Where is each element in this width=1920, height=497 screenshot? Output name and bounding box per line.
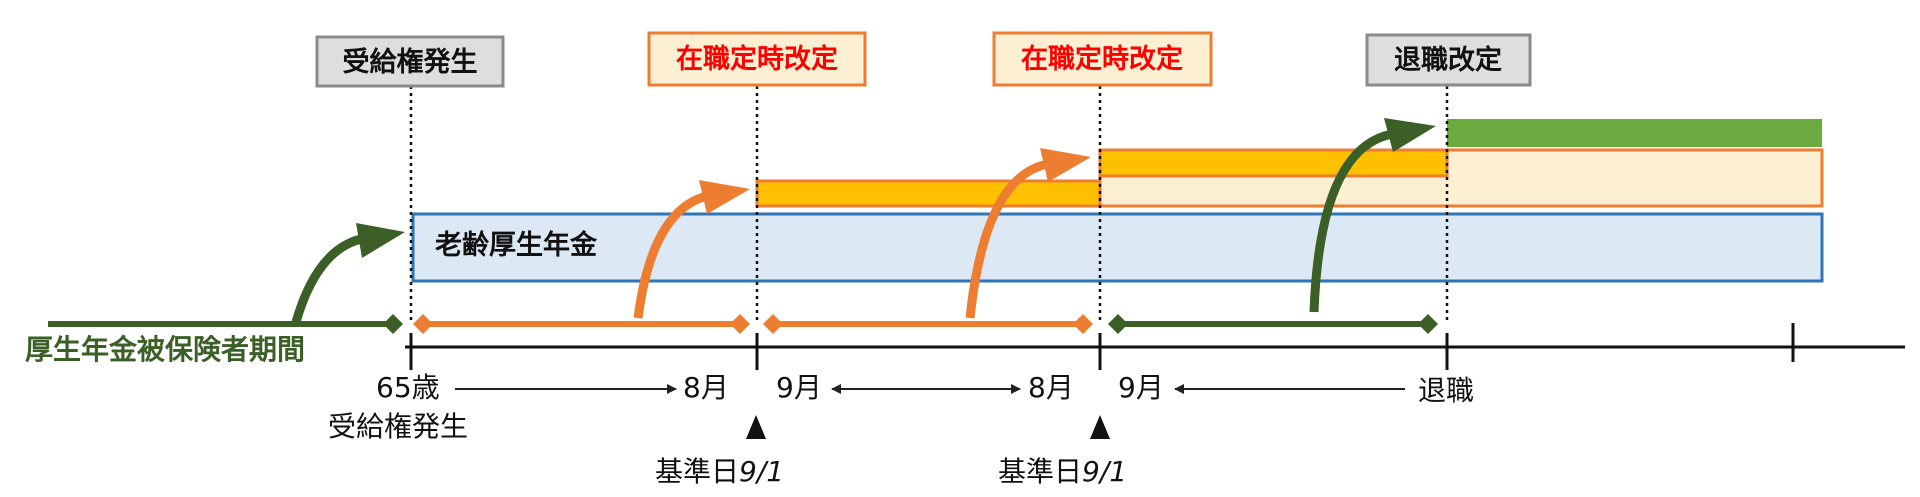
insured-period-diamond (383, 314, 403, 334)
label-grant: 受給権発生 (328, 410, 468, 443)
top-box-grant-label: 受給権発生 (343, 46, 478, 78)
retirement-green-bar (1447, 119, 1822, 147)
curved-arrow-retirement (1309, 118, 1436, 313)
curved-arrow-revision2 (965, 148, 1091, 319)
period-segment-2 (763, 314, 1093, 334)
top-box-grant: 受給権発生 (315, 35, 505, 88)
revision1-gold-bar (755, 179, 1102, 208)
reference-day-1: 基準日9/1 (655, 455, 784, 488)
revision2-gold-bar (1098, 148, 1449, 178)
curved-arrow-grant (291, 223, 405, 324)
period-segment-1 (413, 314, 750, 334)
insured-period-label: 厚生年金被保険者期間 (25, 333, 305, 366)
old-age-pension-bar (411, 212, 1824, 283)
label-sep2: 9月 (1118, 371, 1164, 404)
top-box-retirement-label: 退職改定 (1394, 44, 1502, 76)
label-retire: 退職 (1418, 374, 1474, 407)
reference-triangle-2 (1090, 415, 1110, 439)
label-aug2: 8月 (1028, 371, 1074, 404)
reference-day-1-date: 9/1 (739, 455, 784, 488)
curved-arrow-revision1 (633, 180, 750, 319)
reference-day-2-date: 9/1 (1082, 455, 1127, 488)
label-aug1: 8月 (683, 371, 729, 404)
top-box-revision1-label: 在職定時改定 (676, 43, 838, 75)
reference-day-2-text: 基準日 (998, 455, 1082, 488)
top-box-revision1: 在職定時改定 (647, 31, 867, 87)
label-age65: 65歳 (376, 371, 440, 404)
top-box-retirement: 退職改定 (1365, 33, 1532, 87)
reference-day-2: 基準日9/1 (998, 455, 1127, 488)
top-box-revision2: 在職定時改定 (992, 31, 1213, 87)
label-sep1: 9月 (776, 371, 822, 404)
reference-day-1-text: 基準日 (655, 455, 739, 488)
old-age-pension-label: 老齢厚生年金 (435, 229, 598, 261)
reference-triangle-1 (746, 415, 766, 439)
top-box-revision2-label: 在職定時改定 (1021, 43, 1183, 75)
period-segment-3 (1108, 314, 1438, 334)
